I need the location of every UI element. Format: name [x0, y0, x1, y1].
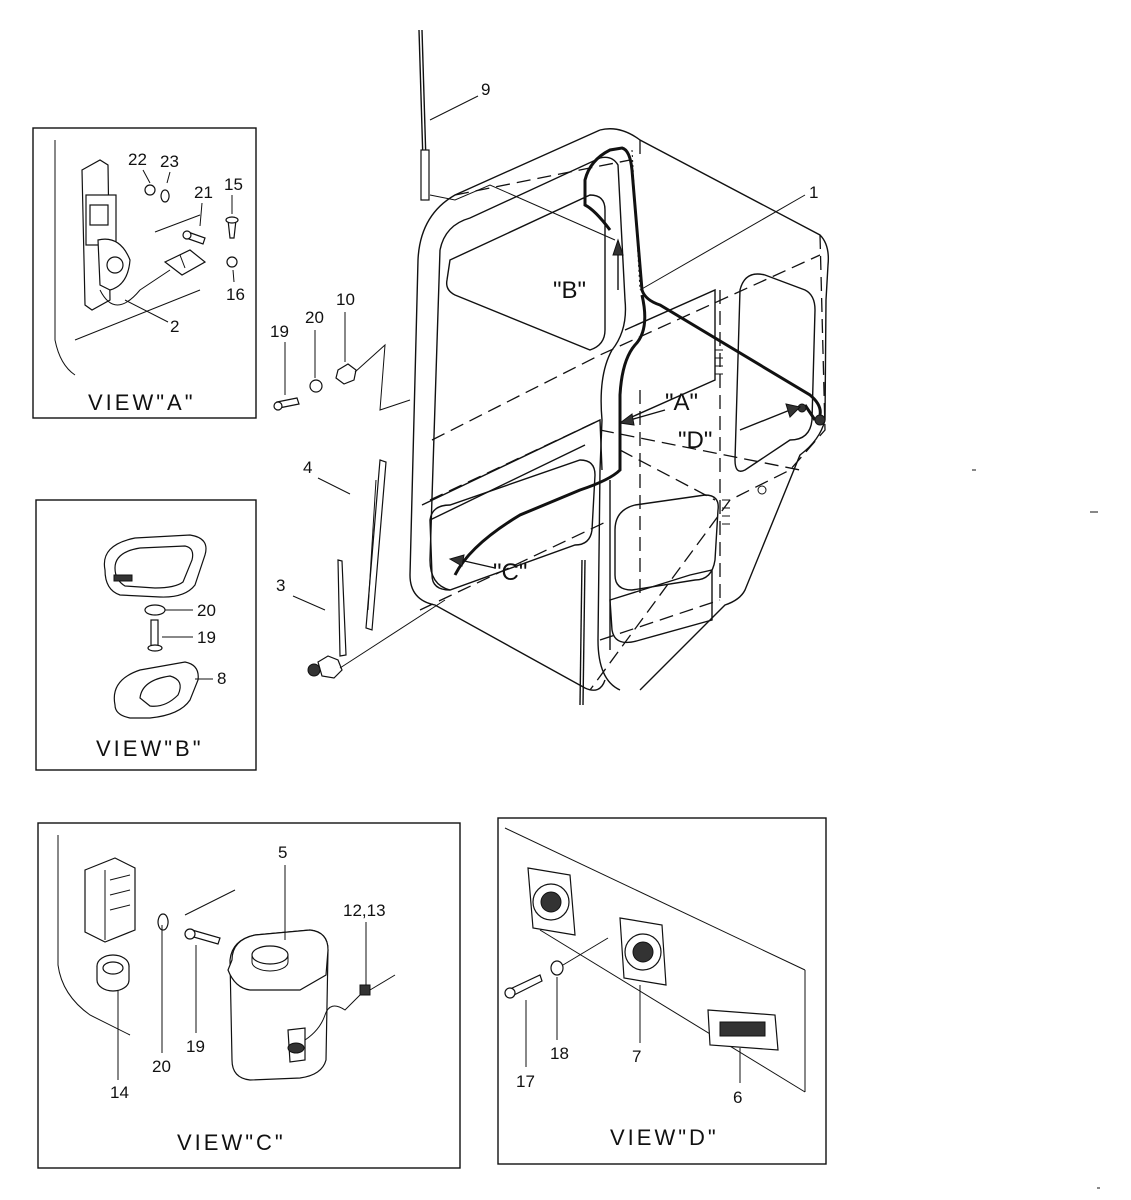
view-b-panel: 20 19 8 VIEW"B" — [35, 499, 257, 771]
callout-19-view-c: 19 — [186, 1037, 205, 1056]
view-marker-b: "B" — [553, 238, 624, 304]
callout-3: 3 — [276, 576, 285, 595]
view-marker-c: "C" — [448, 554, 527, 586]
view-marker-d: "D" — [678, 403, 802, 454]
antenna: 9 — [418, 29, 616, 241]
callout-4: 4 — [303, 458, 312, 477]
callout-21: 21 — [194, 183, 213, 202]
view-d-panel: 17 18 7 6 VIEW"D" — [497, 817, 827, 1165]
bolt-washer-nut-group: 19 20 10 — [270, 290, 411, 411]
view-c-panel: 5 12,13 19 20 14 VIEW"C" — [37, 822, 461, 1169]
svg-text:"C": "C" — [493, 559, 527, 586]
callout-19-view-b: 19 — [197, 628, 216, 647]
callout-23: 23 — [160, 152, 179, 171]
callout-16: 16 — [226, 285, 245, 304]
wiper-blade: 4 — [303, 458, 387, 631]
callout-15: 15 — [224, 175, 243, 194]
view-a-title: VIEW"A" — [88, 390, 196, 415]
cab-assembly — [409, 128, 830, 706]
view-c-title: VIEW"C" — [177, 1130, 286, 1155]
callout-7: 7 — [632, 1047, 641, 1066]
view-marker-a: "A" — [618, 389, 698, 426]
view-b-title: VIEW"B" — [96, 736, 204, 761]
callout-20-view-b: 20 — [197, 601, 216, 620]
callout-14: 14 — [110, 1083, 129, 1102]
callout-12-13: 12,13 — [343, 901, 386, 920]
callout-2: 2 — [170, 317, 179, 336]
callout-20-main: 20 — [305, 308, 324, 327]
callout-6: 6 — [733, 1088, 742, 1107]
svg-text:"B": "B" — [553, 277, 586, 304]
callout-10: 10 — [336, 290, 355, 309]
svg-text:"A": "A" — [665, 389, 698, 416]
callout-1: 1 — [809, 183, 818, 202]
callout-19-main: 19 — [270, 322, 289, 341]
wiper-arm: 3 — [276, 559, 446, 679]
callout-8: 8 — [217, 669, 226, 688]
callout-17: 17 — [516, 1072, 535, 1091]
view-d-title: VIEW"D" — [610, 1125, 719, 1150]
view-a-panel: 22 23 21 15 16 2 VIEW"A" — [32, 127, 257, 419]
callout-18: 18 — [550, 1044, 569, 1063]
svg-text:"D": "D" — [678, 427, 712, 454]
callout-20-view-c: 20 — [152, 1057, 171, 1076]
callout-9: 9 — [481, 80, 490, 99]
callout-22: 22 — [128, 150, 147, 169]
callout-5: 5 — [278, 843, 287, 862]
